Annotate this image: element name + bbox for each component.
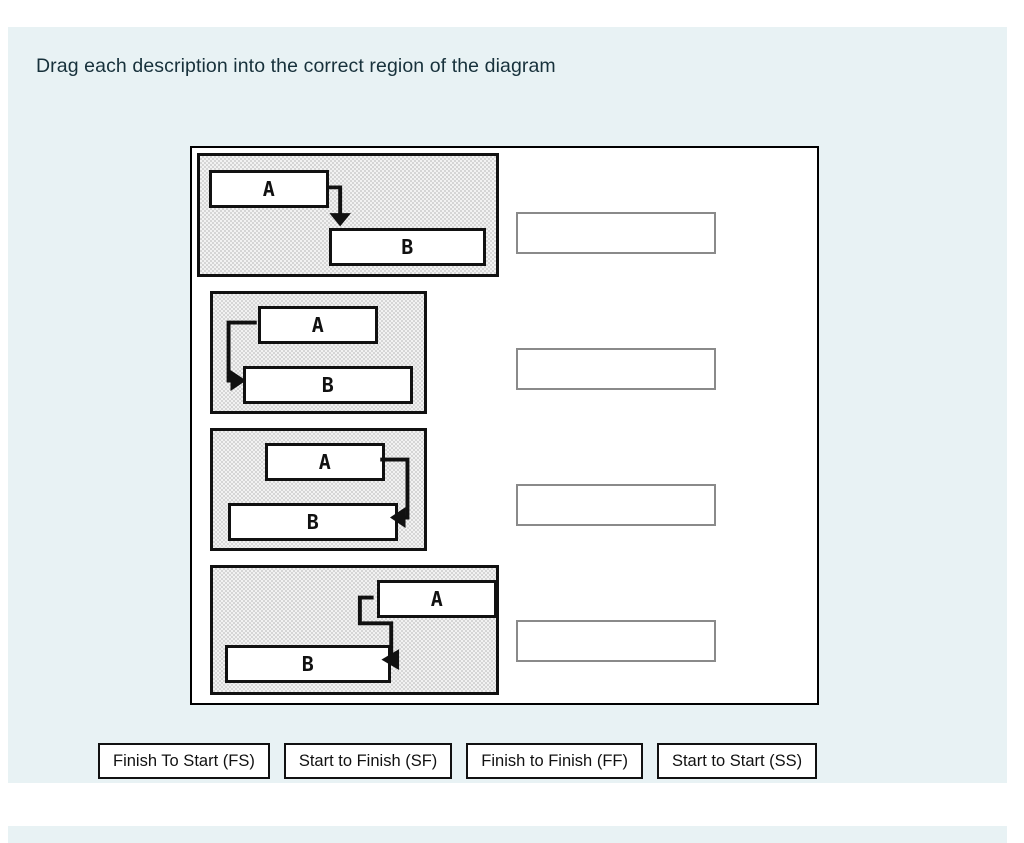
task-box-b-1: B [329,228,486,266]
task-box-a-3: A [265,443,385,481]
task-box-a-1: A [209,170,329,208]
answer-option-sf[interactable]: Start to Finish (SF) [283,743,453,779]
drop-zone-1[interactable] [516,212,716,254]
scenario-panel-3[interactable]: A B [210,428,427,551]
task-box-a-4: A [377,580,497,618]
task-box-a-2: A [258,306,378,344]
scenario-panel-2[interactable]: A B [210,291,427,414]
task-box-b-4: B [225,645,391,683]
task-box-b-3: B [228,503,398,541]
dependency-arrow-1 [326,185,351,227]
answer-option-ff[interactable]: Finish to Finish (FF) [466,743,643,779]
secondary-panel [8,826,1007,843]
answer-option-ss[interactable]: Start to Start (SS) [656,743,818,779]
scenario-panel-1[interactable]: A B [197,153,499,277]
dependency-arrow-4 [357,595,400,671]
dependency-arrow-2 [226,320,257,392]
drop-zone-2[interactable] [516,348,716,390]
drop-zone-4[interactable] [516,620,716,662]
diagram-frame: A B A B A B [190,146,819,705]
page-title: Drag each description into the correct r… [36,55,556,77]
dependency-arrow-3 [380,457,410,529]
scenario-panel-4[interactable]: A B [210,565,499,695]
answer-options-row: Finish To Start (FS) Start to Finish (SF… [98,743,818,779]
drop-zone-3[interactable] [516,484,716,526]
task-box-b-2: B [243,366,413,404]
question-panel: Drag each description into the correct r… [8,27,1007,783]
answer-option-fs[interactable]: Finish To Start (FS) [98,743,270,779]
